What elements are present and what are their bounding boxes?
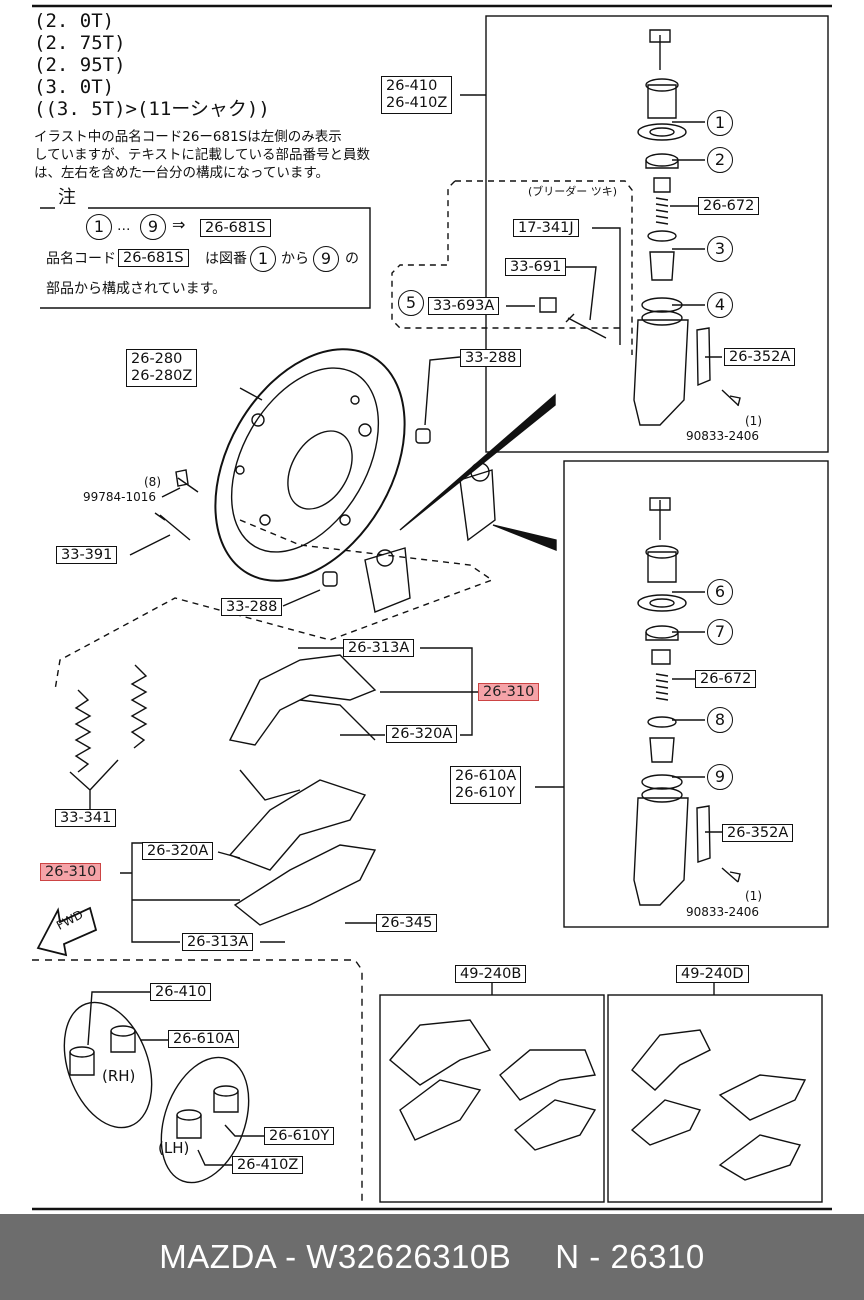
note-line-3: は、左右を含めた一台分の構成になっています。 bbox=[34, 165, 329, 181]
bolt-code-bottom[interactable]: 90833-2406 bbox=[686, 905, 760, 919]
callout-2: 2 bbox=[707, 147, 733, 173]
legend-range-sep: … bbox=[117, 218, 131, 234]
legend-line2-to: 9 bbox=[313, 246, 339, 272]
part-26-352a-top[interactable]: 26-352A bbox=[724, 348, 796, 366]
legend-arrow: ⇒ bbox=[172, 215, 186, 234]
callout-3: 3 bbox=[707, 236, 733, 262]
rh-label: (RH) bbox=[102, 1067, 136, 1085]
diagram-linework bbox=[32, 4, 832, 1211]
callout-1: 1 bbox=[707, 110, 733, 136]
part-26-345[interactable]: 26-345 bbox=[376, 914, 438, 932]
spec-line-3: (2. 95T) bbox=[34, 54, 126, 76]
part-26-320a-top[interactable]: 26-320A bbox=[386, 725, 458, 743]
callout-9: 9 bbox=[707, 764, 733, 790]
bolt-qty-left: (8) bbox=[144, 475, 161, 489]
part-26-280[interactable]: 26-280 26-280Z bbox=[126, 349, 198, 387]
footer-part-number: N - 26310 bbox=[555, 1238, 705, 1275]
part-17-341j[interactable]: 17-341J bbox=[513, 219, 579, 237]
legend-line2-no: の bbox=[345, 251, 359, 267]
callout-6: 6 bbox=[707, 579, 733, 605]
spec-line-4: (3. 0T) bbox=[34, 76, 115, 98]
callout-8: 8 bbox=[707, 707, 733, 733]
legend-line3: 部品から構成されています。 bbox=[46, 281, 227, 297]
part-26-352a-bottom[interactable]: 26-352A bbox=[722, 824, 794, 842]
part-26-672-top[interactable]: 26-672 bbox=[698, 197, 760, 215]
part-26-313a-top[interactable]: 26-313A bbox=[343, 639, 415, 657]
parts-diagram: (2. 0T) (2. 75T) (2. 95T) (3. 0T) ((3. 5… bbox=[32, 4, 832, 1211]
part-26-672-bottom[interactable]: 26-672 bbox=[695, 670, 757, 688]
bolt-qty-bottom: (1) bbox=[745, 889, 762, 903]
part-33-288-bottom[interactable]: 33-288 bbox=[221, 598, 283, 616]
legend-range-to: 9 bbox=[140, 214, 166, 240]
part-26-410z-small[interactable]: 26-410Z bbox=[232, 1156, 304, 1174]
part-26-610y-small[interactable]: 26-610Y bbox=[264, 1127, 335, 1145]
part-26-410-top[interactable]: 26-410 26-410Z bbox=[381, 76, 453, 114]
legend-line2-from: 1 bbox=[250, 246, 276, 272]
callout-5: 5 bbox=[398, 290, 424, 316]
spec-line-1: (2. 0T) bbox=[34, 10, 115, 32]
bleeder-note: (ブリーダー ツキ) bbox=[528, 185, 618, 198]
part-26-320a-left[interactable]: 26-320A bbox=[142, 842, 214, 860]
bolt-code-left[interactable]: 99784-1016 bbox=[83, 490, 157, 504]
part-26-310-left[interactable]: 26-310 bbox=[40, 863, 102, 881]
legend-line2-kara: から bbox=[281, 251, 309, 267]
part-33-693a[interactable]: 33-693A bbox=[428, 297, 500, 315]
footer-brand: MAZDA - W32626310B bbox=[159, 1238, 512, 1275]
spec-line-2: (2. 75T) bbox=[34, 32, 126, 54]
part-26-310-top[interactable]: 26-310 bbox=[478, 683, 540, 701]
part-33-341[interactable]: 33-341 bbox=[55, 809, 117, 827]
bolt-code-top[interactable]: 90833-2406 bbox=[686, 429, 760, 443]
part-49-240b[interactable]: 49-240B bbox=[455, 965, 527, 983]
note-line-2: していますが、テキストに記載している部品番号と員数 bbox=[34, 147, 371, 163]
legend-line2-prefix: 品名コード bbox=[46, 251, 116, 267]
part-49-240d[interactable]: 49-240D bbox=[676, 965, 749, 983]
bolt-qty-top: (1) bbox=[745, 414, 762, 428]
part-26-610a[interactable]: 26-610A 26-610Y bbox=[450, 766, 522, 804]
callout-4: 4 bbox=[707, 292, 733, 318]
legend-title: 注 bbox=[58, 187, 76, 208]
lh-label: (LH) bbox=[158, 1139, 190, 1157]
callout-7: 7 bbox=[707, 619, 733, 645]
footer-text: MAZDA - W32626310B N - 26310 bbox=[0, 1238, 864, 1276]
part-33-391[interactable]: 33-391 bbox=[56, 546, 118, 564]
legend-line2-code: 26-681S bbox=[118, 249, 189, 267]
part-26-610a-small[interactable]: 26-610A bbox=[168, 1030, 240, 1048]
note-line-1: イラスト中の品名コード26ー681Sは左側のみ表示 bbox=[34, 129, 342, 145]
part-26-410-small[interactable]: 26-410 bbox=[150, 983, 212, 1001]
part-26-313a-bottom[interactable]: 26-313A bbox=[182, 933, 254, 951]
part-33-691[interactable]: 33-691 bbox=[505, 258, 567, 276]
spec-line-5: ((3. 5T)>(11ーシャク)) bbox=[34, 98, 270, 120]
legend-line2-mid: は図番 bbox=[205, 251, 247, 267]
footer-bar: MAZDA - W32626310B N - 26310 bbox=[0, 1214, 864, 1300]
part-33-288-top[interactable]: 33-288 bbox=[460, 349, 522, 367]
legend-code: 26-681S bbox=[200, 219, 271, 237]
legend-range-from: 1 bbox=[86, 214, 112, 240]
